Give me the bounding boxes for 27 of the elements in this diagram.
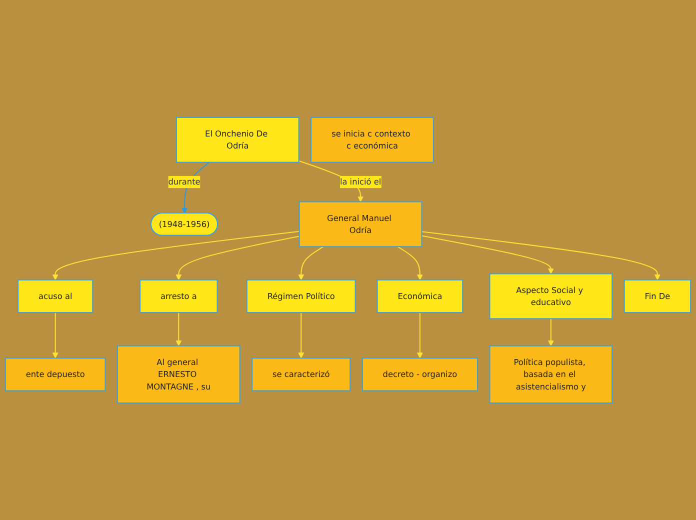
arrow	[52, 312, 58, 358]
arrow	[416, 312, 423, 358]
node-box: ente depuesto	[4, 357, 106, 392]
arrow	[298, 246, 324, 280]
node-box: se inicia c contexto c económica	[310, 116, 434, 163]
node-box: Política populista, basada en el asistencialismo y	[489, 345, 613, 404]
node-box: acuso al	[18, 279, 94, 313]
edge-label: durante	[168, 177, 200, 187]
node-box: General Manuel Odría	[298, 201, 422, 247]
arrow	[548, 318, 554, 346]
node-box: arresto a	[140, 279, 218, 313]
arrow	[176, 312, 182, 346]
arrow	[52, 230, 300, 280]
node-box: Económica	[376, 279, 464, 313]
arrow	[298, 312, 304, 358]
arrow	[397, 246, 423, 280]
edge-label: la inició el	[340, 177, 382, 187]
node-box: Régimen Político	[246, 279, 356, 313]
node-box: Al general ERNESTO MONTAGNE , su	[116, 345, 240, 404]
arrow	[422, 230, 660, 280]
node-box: se caracterizó	[252, 357, 351, 392]
node-box: Fin De	[624, 279, 692, 313]
node-box: decreto - organizo	[362, 357, 478, 392]
node-box: El Onchenio De Odría	[176, 116, 300, 163]
node-box: Aspecto Social y educativo	[489, 273, 613, 319]
arrow	[422, 235, 554, 274]
arrow	[176, 236, 300, 280]
